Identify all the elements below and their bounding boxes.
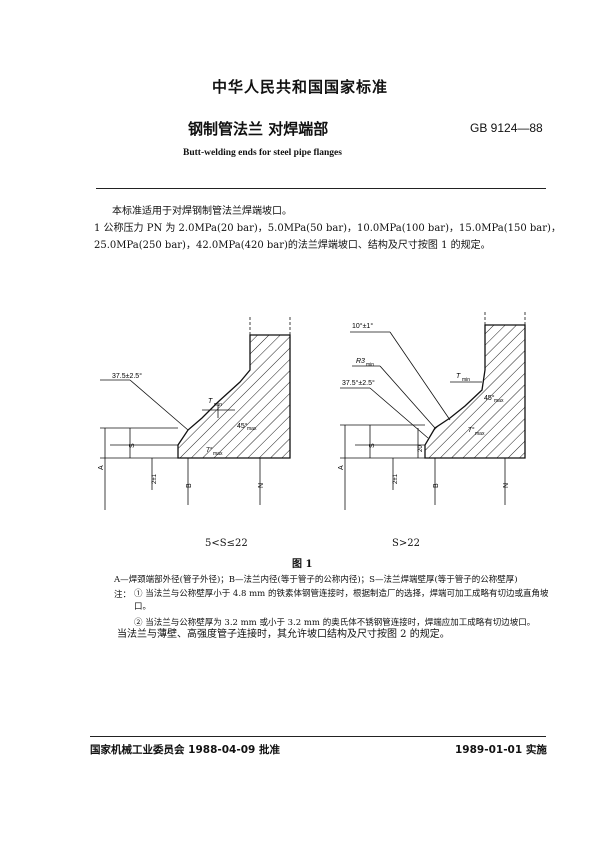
- right-angle-label: 37.5°±2.5°: [342, 379, 375, 387]
- right-tmin-sub: min: [462, 377, 470, 383]
- document-title: 钢制管法兰 对焊端部: [188, 120, 329, 138]
- figure-title: 图 1: [292, 559, 313, 570]
- left-n-label: N: [258, 483, 265, 488]
- right-a-label: A: [338, 465, 345, 470]
- left-45-sub: max: [247, 426, 257, 432]
- right-20-label: 20: [418, 445, 424, 452]
- bottom-divider: [90, 736, 546, 737]
- right-45-sub: max: [494, 398, 504, 404]
- left-7-sub: max: [213, 451, 223, 457]
- figure-1: 37.5±2.5° T min 45° max 7° max S 2±1 A B…: [98, 310, 526, 510]
- standard-code: GB 9124—88: [470, 121, 543, 135]
- right-flange-section: [424, 324, 526, 459]
- right-n-label: N: [503, 483, 510, 488]
- left-tmin-label: T: [208, 398, 213, 405]
- figure-legend: A—焊颈端部外径(管子外径)；B—法兰内径(等于管子的公称内径)；S—法兰焊端壁…: [114, 575, 518, 585]
- left-s-label: S: [129, 443, 136, 448]
- note-2: ② 当法兰与公称壁厚为 3.2 mm 或小于 3.2 mm 的奥氏体不锈钢管连接…: [134, 618, 536, 628]
- right-r3-sub: min: [366, 362, 374, 368]
- left-7-label: 7°: [206, 446, 213, 454]
- right-b-label: B: [433, 483, 440, 488]
- clause-1-line-1: 1 公称压力 PN 为 2.0MPa(20 bar)，5.0MPa(50 bar…: [94, 223, 561, 234]
- right-45-label: 45°: [484, 394, 495, 402]
- right-detail: 10°±1° R3 min 37.5°±2.5° T min 45° max 7…: [338, 310, 526, 510]
- top-divider: [96, 188, 546, 189]
- right-r3-label: R3: [356, 358, 365, 365]
- left-b-label: B: [186, 483, 193, 488]
- left-tmin-sub: min: [214, 402, 222, 408]
- standard-header: 中华人民共和国国家标准: [211, 78, 388, 96]
- left-detail: 37.5±2.5° T min 45° max 7° max S 2±1 A B…: [98, 315, 291, 510]
- right-tmin-label: T: [456, 373, 461, 380]
- intro-paragraph: 本标准适用于对焊钢制管法兰焊端坡口。: [112, 206, 292, 217]
- left-45-label: 45°: [237, 422, 248, 430]
- note-1: ① 当法兰与公称壁厚小于 4.8 mm 的铁素体钢管连接时，根据制造厂的选择，焊…: [134, 589, 549, 612]
- clause-1-line-2: 25.0MPa(250 bar)，42.0MPa(420 bar)的法兰焊端坡口…: [94, 240, 491, 251]
- approval-text: 国家机械工业委员会 1988-04-09 批准: [90, 744, 280, 756]
- left-flange-section: [177, 334, 291, 459]
- right-land-label: 2±1: [393, 473, 399, 484]
- caption-left: 5<S≤22: [205, 538, 248, 549]
- note-line-3: 当法兰与薄壁、高强度管子连接时，其允许坡口结构及尺寸按图 2 的规定。: [117, 629, 450, 640]
- effective-date-text: 1989-01-01 实施: [455, 744, 547, 756]
- left-land-label: 2±1: [152, 473, 158, 484]
- right-7-sub: max: [475, 431, 485, 437]
- left-a-label: A: [98, 465, 105, 470]
- right-7-label: 7°: [468, 426, 475, 434]
- right-10-label: 10°±1°: [352, 322, 373, 330]
- right-s-label: S: [369, 443, 376, 448]
- left-angle-label: 37.5±2.5°: [112, 372, 142, 380]
- english-subtitle: Butt-welding ends for steel pipe flanges: [183, 148, 342, 158]
- note-label: 注：: [114, 590, 132, 600]
- caption-right: S>22: [392, 538, 420, 549]
